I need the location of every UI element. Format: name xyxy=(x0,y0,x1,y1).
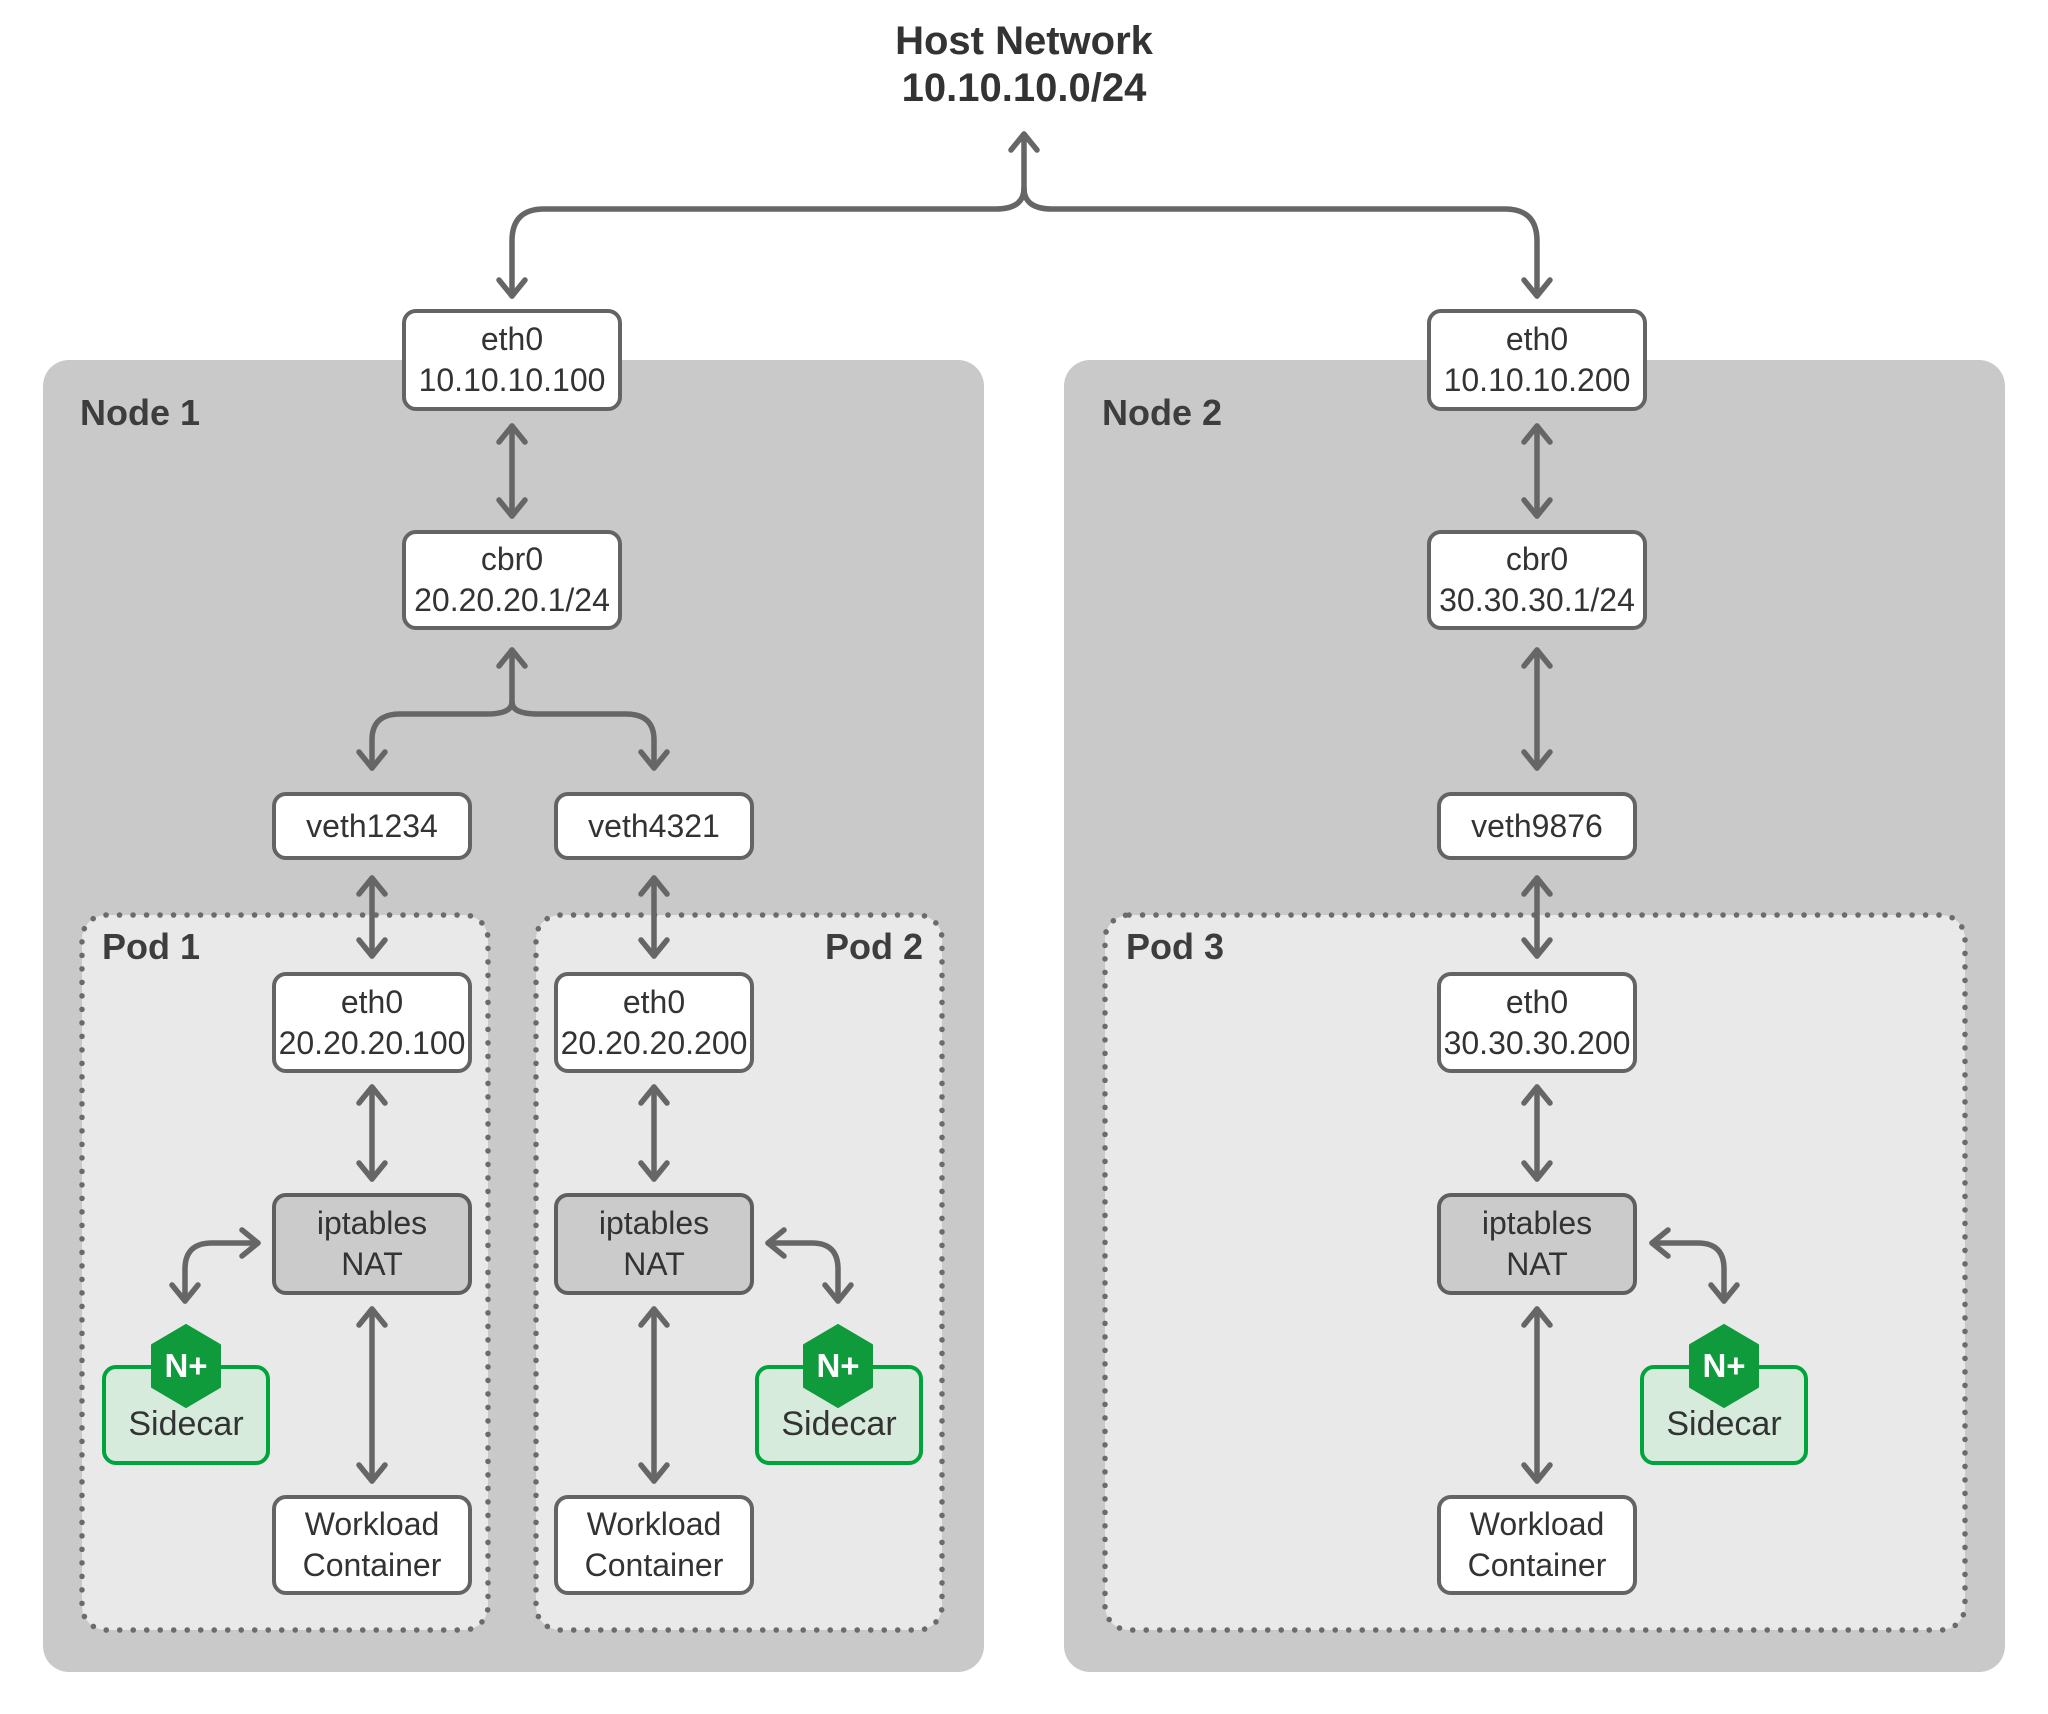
pod-3-label: Pod 3 xyxy=(1126,926,1225,967)
arrow-pod3-nat-sidecar xyxy=(1649,1227,1740,1304)
node1-eth0-box: eth0 10.10.10.100 xyxy=(402,309,622,411)
pod1-workload-line2: Container xyxy=(302,1547,442,1583)
pod2-iptables-nat-box: iptables NAT xyxy=(554,1193,754,1295)
pod2-workload-container-box: Workload Container xyxy=(554,1495,754,1595)
pod3-nat-line1: iptables xyxy=(1481,1205,1593,1242)
node2-eth0-address: 10.10.10.200 xyxy=(1443,362,1631,398)
pod1-iptables-nat-box: iptables NAT xyxy=(272,1193,472,1295)
pod1-eth0-address: 20.20.20.100 xyxy=(278,1024,466,1061)
nginx-hexagon-shape xyxy=(151,1324,221,1408)
node1-cbr0-box: cbr0 20.20.20.1/24 xyxy=(402,530,622,630)
pod3-workload-line2: Container xyxy=(1467,1547,1607,1583)
node2-eth0-name: eth0 xyxy=(1505,321,1569,358)
pod2-nat-line2: NAT xyxy=(623,1246,685,1282)
pod3-eth0-box: eth0 30.30.30.200 xyxy=(1437,972,1637,1073)
pod3-nginx-plus-text: N+ xyxy=(1702,1347,1746,1384)
nginx-plus-icon: N+ xyxy=(1687,1324,1761,1408)
pod2-eth0-name: eth0 xyxy=(622,983,686,1020)
pod3-eth0-address: 30.30.30.200 xyxy=(1443,1024,1631,1061)
pod2-workload-line1: Workload xyxy=(586,1506,722,1543)
node1-veth1234-box: veth1234 xyxy=(272,792,472,860)
pod1-nginx-plus-text: N+ xyxy=(164,1347,208,1384)
arrow-hostnetwork-to-node1-eth0 xyxy=(496,185,1027,299)
host-network-title: Host Network 10.10.10.0/24 xyxy=(624,18,1424,112)
pod3-nat-line2: NAT xyxy=(1506,1246,1568,1282)
pod1-nat-line2: NAT xyxy=(341,1246,403,1282)
node1-veth4321-box: veth4321 xyxy=(554,792,754,860)
node1-cbr0-name: cbr0 xyxy=(480,541,544,578)
pod3-workload-container-box: Workload Container xyxy=(1437,1495,1637,1595)
arrow-node1-split-to-veth1234 xyxy=(356,699,515,771)
nginx-plus-icon: N+ xyxy=(801,1324,875,1408)
node2-cbr0-name: cbr0 xyxy=(1505,541,1569,578)
node-1-label: Node 1 xyxy=(80,392,201,433)
pod1-eth0-name: eth0 xyxy=(340,983,404,1020)
veth4321-label: veth4321 xyxy=(588,807,720,844)
node2-cbr0-box: cbr0 30.30.30.1/24 xyxy=(1427,530,1647,630)
pod2-nginx-plus-text: N+ xyxy=(816,1347,860,1384)
pod1-eth0-box: eth0 20.20.20.100 xyxy=(272,972,472,1073)
pod2-nat-line1: iptables xyxy=(598,1205,710,1242)
arrow-node1-split-to-veth4321 xyxy=(509,699,670,771)
pod3-sidecar-label: Sidecar xyxy=(1666,1405,1782,1444)
pod1-nat-line1: iptables xyxy=(316,1205,428,1242)
node1-cbr0-address: 20.20.20.1/24 xyxy=(414,582,610,618)
arrow-pod2-nat-sidecar xyxy=(765,1227,854,1304)
veth9876-label: veth9876 xyxy=(1471,807,1603,844)
node2-eth0-box: eth0 10.10.10.200 xyxy=(1427,309,1647,411)
node2-cbr0-address: 30.30.30.1/24 xyxy=(1439,582,1635,618)
node1-eth0-address: 10.10.10.100 xyxy=(418,362,606,398)
pod2-eth0-box: eth0 20.20.20.200 xyxy=(554,972,754,1073)
pod-1-label: Pod 1 xyxy=(102,926,201,967)
pod2-eth0-address: 20.20.20.200 xyxy=(560,1024,748,1061)
pod1-workload-line1: Workload xyxy=(304,1506,440,1543)
arrow-pod1-nat-sidecar xyxy=(169,1227,261,1304)
host-network-subnet: 10.10.10.0/24 xyxy=(901,66,1147,111)
nginx-hexagon-shape xyxy=(803,1324,873,1408)
nginx-plus-icon: N+ xyxy=(149,1324,223,1408)
host-network-title-line1: Host Network xyxy=(895,19,1153,63)
node-2-label: Node 2 xyxy=(1102,392,1223,433)
pod1-workload-container-box: Workload Container xyxy=(272,1495,472,1595)
pod3-workload-line1: Workload xyxy=(1469,1506,1605,1543)
pod-2-label: Pod 2 xyxy=(824,926,923,967)
veth1234-label: veth1234 xyxy=(306,807,438,844)
arrow-hostnetwork-to-node2-eth0 xyxy=(1021,185,1553,299)
pod2-workload-line2: Container xyxy=(584,1547,724,1583)
pod3-iptables-nat-box: iptables NAT xyxy=(1437,1193,1637,1295)
pod3-eth0-name: eth0 xyxy=(1505,983,1569,1020)
pod2-sidecar-label: Sidecar xyxy=(781,1405,897,1444)
nginx-hexagon-shape xyxy=(1689,1324,1759,1408)
pod1-sidecar-label: Sidecar xyxy=(128,1405,244,1444)
node1-eth0-name: eth0 xyxy=(480,321,544,358)
node2-veth9876-box: veth9876 xyxy=(1437,792,1637,860)
